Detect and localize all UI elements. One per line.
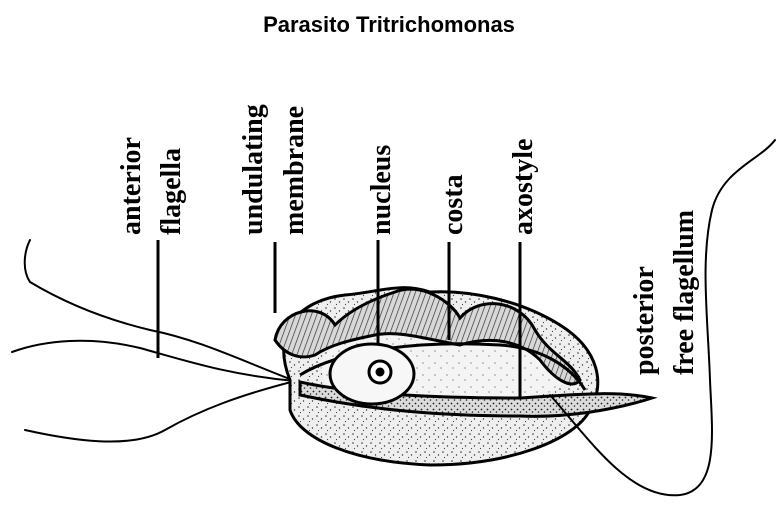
label-undulating: undulating — [238, 104, 269, 235]
nucleus-organelle — [330, 344, 414, 404]
label-anterior: anterior — [116, 137, 147, 235]
label-membrane: membrane — [279, 106, 310, 235]
label-posterior: posterior — [629, 266, 660, 375]
diagram-title: Parasito Tritrichomonas — [263, 12, 515, 37]
label-nucleus: nucleus — [366, 145, 397, 235]
anterior-flagella-strands — [12, 240, 295, 442]
label-costa: costa — [438, 174, 469, 235]
label-free-flagellum: free flagellum — [669, 210, 700, 375]
posterior-flagellum-strand — [550, 140, 775, 495]
label-axostyle: axostyle — [508, 139, 539, 235]
label-flagella: flagella — [156, 148, 187, 235]
